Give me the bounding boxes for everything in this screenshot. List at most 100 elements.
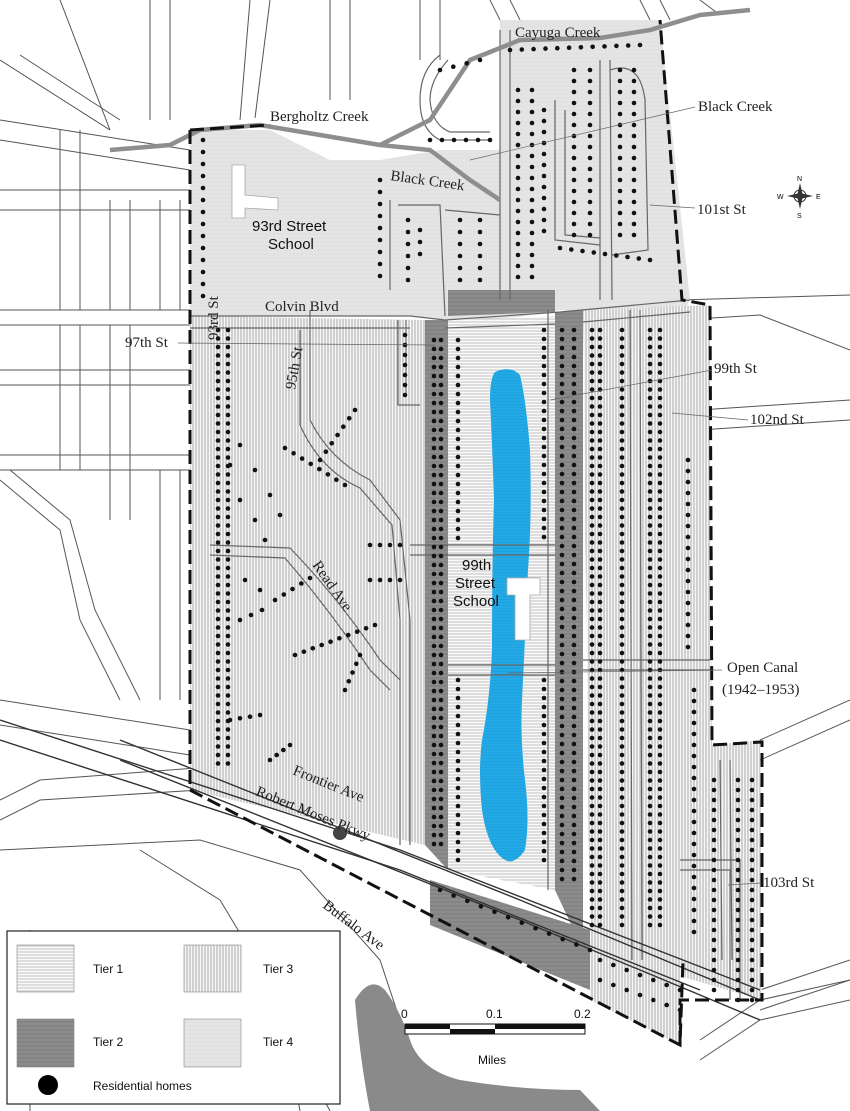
residential-home <box>711 987 717 993</box>
residential-home <box>478 904 484 909</box>
residential-home <box>664 982 669 988</box>
residential-home <box>215 557 221 562</box>
residential-home <box>589 497 595 503</box>
residential-home <box>664 1002 669 1008</box>
residential-home <box>617 111 623 117</box>
residential-home <box>619 863 625 868</box>
residential-home <box>657 786 663 792</box>
residential-home <box>589 778 595 783</box>
residential-home <box>225 455 231 460</box>
residential-home <box>529 131 535 137</box>
residential-home <box>242 577 248 583</box>
residential-home <box>691 907 697 913</box>
residential-home <box>571 462 577 468</box>
residential-home <box>597 684 603 690</box>
residential-home <box>685 567 691 573</box>
residential-home <box>529 208 535 214</box>
residential-home <box>438 499 444 505</box>
residential-home <box>647 752 653 758</box>
residential-home <box>465 898 470 904</box>
residential-home <box>571 552 577 558</box>
residential-home <box>619 778 625 783</box>
residential-home <box>431 472 437 478</box>
residential-home <box>685 490 691 496</box>
residential-home <box>431 463 437 469</box>
residential-home <box>647 667 653 673</box>
residential-home <box>559 624 565 630</box>
residential-home <box>529 98 535 104</box>
residential-home <box>647 531 653 537</box>
residential-home <box>657 863 663 868</box>
residential-home <box>200 245 206 251</box>
residential-home <box>215 480 221 486</box>
residential-home <box>591 250 597 255</box>
leader-open-canal <box>505 669 723 674</box>
residential-home <box>397 577 403 583</box>
residential-home <box>571 489 577 495</box>
label-101st-st: 101st St <box>697 202 747 218</box>
residential-home <box>257 587 263 593</box>
residential-home <box>455 463 461 469</box>
residential-home <box>617 188 623 194</box>
residential-home <box>589 608 595 613</box>
residential-home <box>455 382 461 388</box>
residential-home <box>431 454 437 460</box>
residential-home <box>431 553 437 559</box>
residential-home <box>541 767 547 773</box>
residential-home <box>571 78 577 84</box>
residential-home <box>589 327 595 333</box>
residential-home <box>559 417 565 423</box>
residential-home <box>571 354 577 360</box>
school-99th-building <box>506 577 541 641</box>
residential-home <box>515 131 521 137</box>
residential-home <box>711 837 717 843</box>
residential-home <box>225 727 231 732</box>
scale-tick-2: 0.2 <box>574 1007 591 1021</box>
residential-home <box>711 847 717 853</box>
residential-home <box>735 937 741 943</box>
residential-home <box>619 582 625 588</box>
residential-home <box>657 599 663 605</box>
legend-label-tier3: Tier 3 <box>263 962 294 976</box>
residential-home <box>431 688 437 694</box>
residential-home <box>647 565 653 571</box>
residential-home <box>589 727 595 732</box>
residential-home <box>619 659 625 664</box>
residential-home <box>559 660 565 666</box>
residential-home <box>323 449 329 455</box>
residential-home <box>597 336 603 341</box>
residential-home <box>438 562 444 568</box>
residential-home <box>657 684 663 690</box>
residential-home <box>602 251 608 257</box>
residential-home <box>215 659 221 664</box>
residential-home <box>735 957 741 963</box>
residential-home <box>438 796 444 802</box>
residential-home <box>457 241 463 247</box>
residential-home <box>200 173 206 179</box>
residential-home <box>711 797 717 803</box>
residential-home <box>215 693 221 698</box>
residential-home <box>647 786 653 792</box>
residential-home <box>555 45 560 51</box>
residential-home <box>455 409 461 415</box>
residential-home <box>597 846 603 851</box>
residential-home <box>657 523 663 528</box>
residential-home <box>619 786 625 792</box>
residential-home <box>589 735 595 741</box>
residential-home <box>619 846 625 851</box>
residential-home <box>438 337 444 343</box>
residential-home <box>455 785 461 791</box>
residential-home <box>589 718 595 724</box>
residential-home <box>431 445 437 451</box>
residential-home <box>215 701 221 707</box>
residential-home <box>437 67 443 73</box>
residential-home <box>571 867 577 873</box>
residential-home <box>597 905 603 911</box>
residential-home <box>377 542 383 548</box>
residential-home <box>597 837 603 843</box>
residential-home <box>619 820 625 826</box>
residential-home <box>657 752 663 758</box>
residential-home <box>657 370 663 375</box>
residential-home <box>541 444 547 450</box>
residential-home <box>455 535 461 541</box>
